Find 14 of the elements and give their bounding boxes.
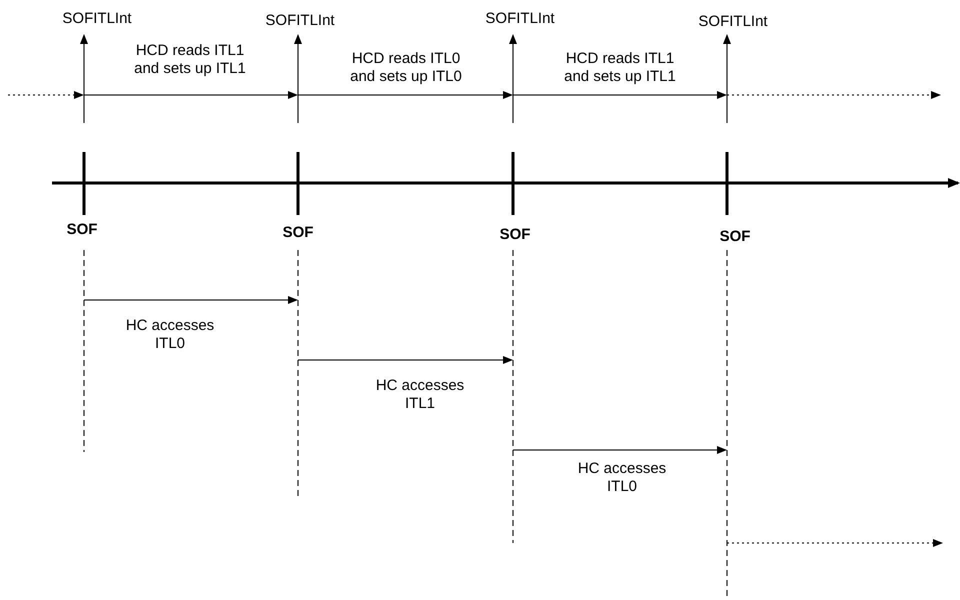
event-label: SOF	[66, 221, 98, 239]
interval-label: HC accesses ITL0	[124, 317, 216, 353]
interval-label: HC accesses ITL1	[374, 377, 466, 413]
interval-label: HCD reads ITL1 and sets up ITL1	[563, 50, 677, 86]
interval-label: HC accesses ITL0	[576, 460, 668, 496]
signal-label: SOFITLInt	[265, 12, 335, 30]
signal-label: SOFITLInt	[485, 10, 555, 28]
event-label: SOF	[720, 228, 750, 246]
interval-label: HCD reads ITL0 and sets up ITL0	[349, 50, 463, 86]
signal-label: SOFITLInt	[62, 10, 132, 28]
event-label: SOF	[282, 224, 314, 242]
signal-label: SOFITLInt	[698, 13, 768, 31]
interval-label: HCD reads ITL1 and sets up ITL1	[133, 42, 247, 78]
event-label: SOF	[500, 226, 530, 244]
